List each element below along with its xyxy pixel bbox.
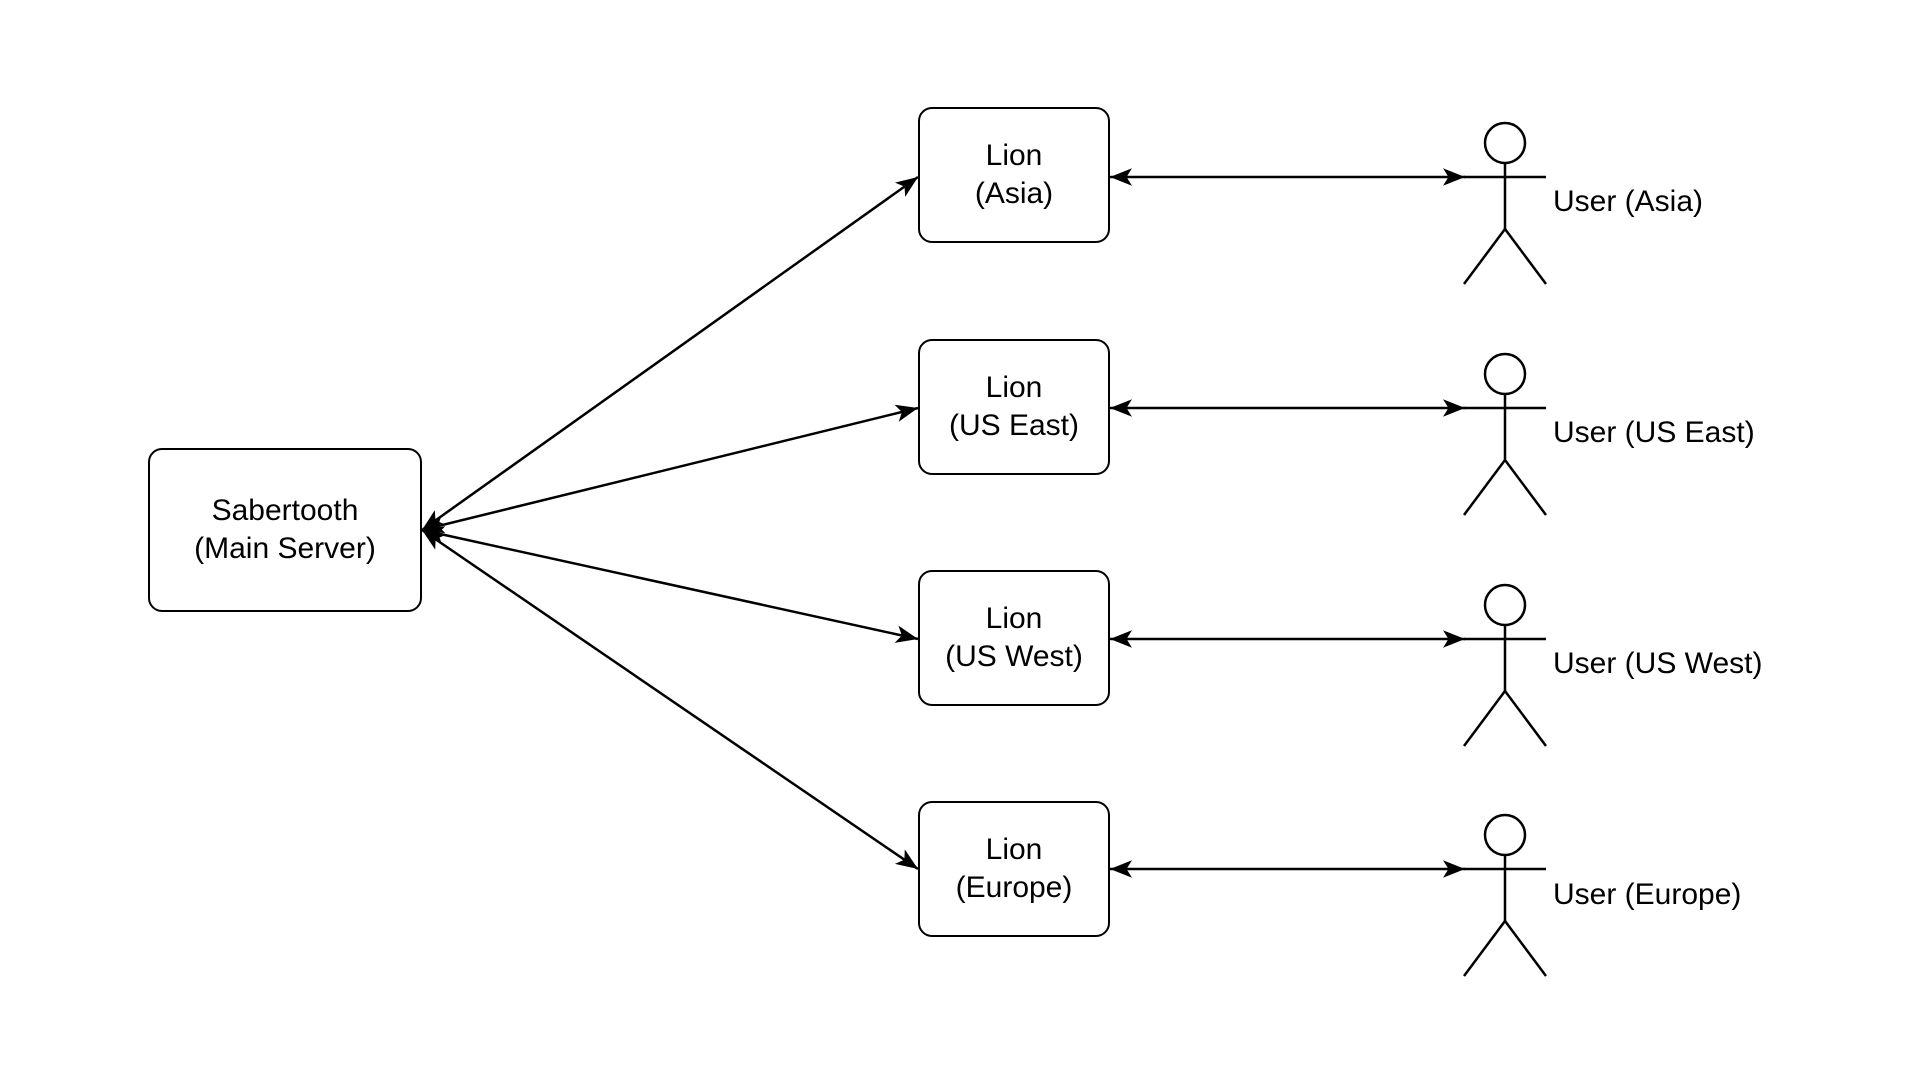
- edge-server-lion-asia: [421, 175, 919, 532]
- user-label-asia: User (Asia): [1553, 185, 1704, 218]
- lion-node-us-west: Lion (US West): [918, 570, 1110, 706]
- user-label-us-west: User (US West): [1553, 647, 1763, 680]
- user-label-europe: User (Europe): [1553, 878, 1742, 911]
- lion-region: (Asia): [974, 177, 1054, 210]
- user-us-west-stick-figure-icon: [1462, 583, 1548, 747]
- lion-title: Lion: [985, 371, 1043, 404]
- user-label-us-east: User (US East): [1553, 416, 1755, 449]
- lion-region: (US East): [948, 409, 1080, 442]
- lion-node-us-east: Lion (US East): [918, 339, 1110, 475]
- lion-region: (US West): [945, 640, 1083, 673]
- edge-server-lion-europe: [421, 528, 919, 871]
- lion-node-asia: Lion (Asia): [918, 107, 1110, 243]
- user-asia-stick-figure-icon: [1462, 121, 1548, 285]
- lion-node-europe: Lion (Europe): [918, 801, 1110, 937]
- lion-title: Lion: [985, 139, 1043, 172]
- user-europe-stick-figure-icon: [1462, 813, 1548, 977]
- lion-region: (Europe): [955, 871, 1073, 904]
- main-server-subtitle: (Main Server): [194, 532, 376, 565]
- user-us-east-stick-figure-icon: [1462, 352, 1548, 516]
- main-server-node: Sabertooth (Main Server): [148, 448, 422, 612]
- edge-server-lion-us-east: [421, 404, 919, 534]
- lion-title: Lion: [985, 602, 1043, 635]
- main-server-title: Sabertooth: [211, 494, 359, 527]
- edge-server-lion-us-west: [421, 526, 919, 643]
- lion-title: Lion: [985, 833, 1043, 866]
